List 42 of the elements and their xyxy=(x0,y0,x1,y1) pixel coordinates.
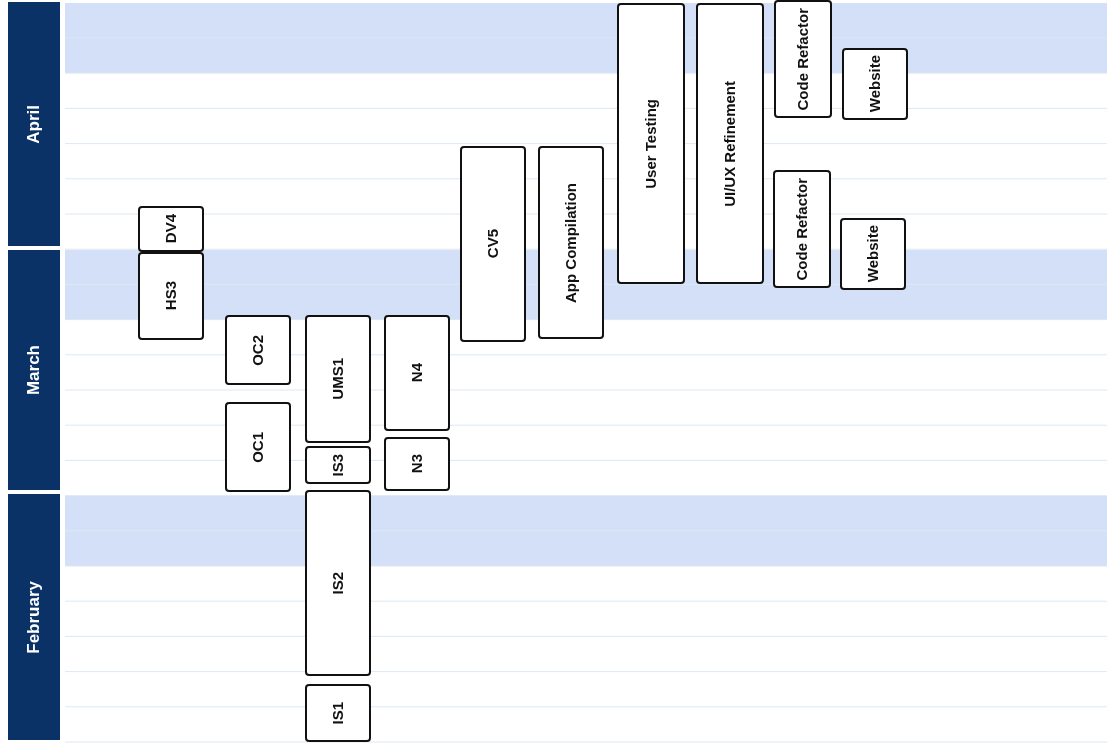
task-bar xyxy=(305,315,371,443)
task-bar xyxy=(840,218,906,290)
month-label: March xyxy=(24,344,44,396)
task-bar xyxy=(773,170,831,288)
task-label: IS1 xyxy=(329,701,347,725)
task-label: OC2 xyxy=(249,334,267,366)
task-label: Website xyxy=(866,55,884,113)
task-bar xyxy=(305,684,371,742)
task-bar xyxy=(774,0,832,118)
month-header xyxy=(8,250,60,490)
task-bar xyxy=(138,206,204,252)
task-label: DV4 xyxy=(162,214,180,244)
task-label: CV5 xyxy=(484,229,502,259)
task-label: N4 xyxy=(408,363,426,383)
task-label: IS2 xyxy=(329,571,347,595)
task-bar xyxy=(225,402,291,492)
task-label: HS3 xyxy=(162,281,180,311)
task-bar xyxy=(305,490,371,676)
task-bar xyxy=(696,3,764,284)
month-label: February xyxy=(24,580,44,654)
task-bar xyxy=(225,315,291,385)
task-label: IS3 xyxy=(329,453,347,477)
month-header xyxy=(8,494,60,740)
task-label: UMS1 xyxy=(329,358,347,400)
task-bar xyxy=(842,48,908,120)
task-label: Code Refactor xyxy=(793,177,811,281)
task-label: User Testing xyxy=(642,98,660,189)
task-label: App Compilation xyxy=(562,182,580,303)
task-label: Website xyxy=(864,225,882,283)
task-bar xyxy=(617,3,685,284)
task-bar xyxy=(305,446,371,484)
task-bar xyxy=(384,315,450,431)
task-label: OC1 xyxy=(249,431,267,463)
task-bar xyxy=(384,437,450,491)
task-label: N3 xyxy=(408,454,426,474)
task-bar xyxy=(138,252,204,340)
task-label: UI/UX Refinement xyxy=(721,80,739,207)
task-bar xyxy=(538,146,604,339)
month-label: April xyxy=(24,104,44,144)
task-bar xyxy=(460,146,526,342)
month-header xyxy=(8,2,60,246)
task-label: Code Refactor xyxy=(794,7,812,111)
